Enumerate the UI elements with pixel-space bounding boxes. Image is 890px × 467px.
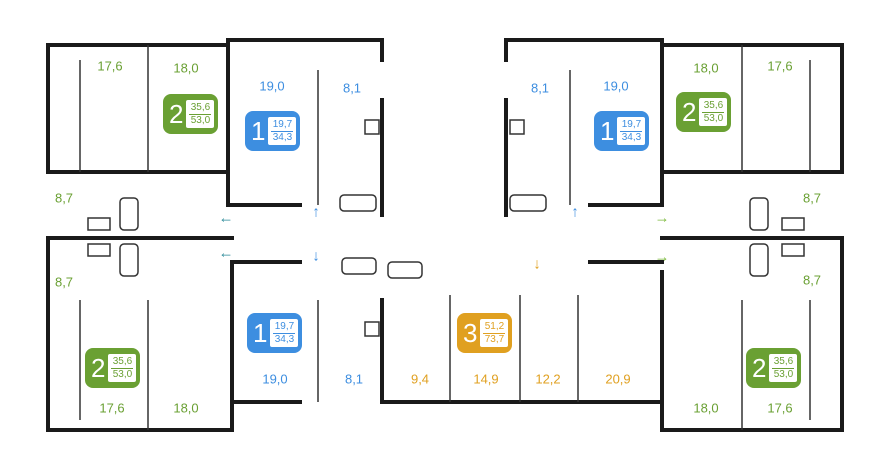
- room-area-label: 18,0: [693, 400, 719, 416]
- total-area: 53,0: [773, 368, 794, 380]
- room-count: 1: [600, 116, 615, 146]
- room-area-label: 18,0: [173, 60, 199, 76]
- room-area-label: 18,0: [693, 60, 719, 76]
- room-area-label: 17,6: [99, 400, 125, 416]
- room-area-label: 12,2: [535, 371, 561, 387]
- living-area: 35,6: [703, 99, 724, 111]
- room-area-label: 19,0: [259, 78, 285, 94]
- room-area-label: 9,4: [410, 371, 430, 387]
- living-area: 19,7: [274, 320, 295, 332]
- total-area: 53,0: [112, 368, 133, 380]
- room-area-label: 20,9: [605, 371, 631, 387]
- room-area-label: 14,9: [473, 371, 499, 387]
- arrow-left-icon: ←: [218, 209, 234, 227]
- arrow-up-icon: ↑: [571, 203, 579, 221]
- room-count: 1: [251, 116, 266, 146]
- room-count: 1: [253, 318, 268, 348]
- room-count: 2: [682, 97, 697, 127]
- arrow-left-icon: ←: [218, 244, 234, 262]
- room-area-label: 17,6: [767, 58, 793, 74]
- living-area: 19,7: [621, 118, 642, 130]
- room-area-label: 19,0: [262, 371, 288, 387]
- thick-walls: [46, 38, 844, 432]
- total-area: 34,3: [274, 333, 295, 345]
- room-area-label: 8,1: [342, 80, 362, 96]
- total-area: 73,7: [484, 333, 505, 345]
- living-area: 19,7: [272, 118, 293, 130]
- total-area: 53,0: [190, 114, 211, 126]
- room-area-label: 19,0: [603, 78, 629, 94]
- room-area-label: 17,6: [97, 58, 123, 74]
- room-count: 2: [91, 353, 106, 383]
- room-area-label: 8,7: [54, 190, 74, 206]
- total-area: 53,0: [703, 112, 724, 124]
- room-area-label: 8,1: [530, 80, 550, 96]
- arrow-right-icon: →: [654, 248, 670, 266]
- living-area: 35,6: [190, 101, 211, 113]
- room-count: 2: [169, 99, 184, 129]
- room-area-label: 8,1: [344, 371, 364, 387]
- room-area-label: 8,7: [802, 272, 822, 288]
- total-area: 34,3: [272, 131, 293, 143]
- thin-walls: [79, 45, 811, 430]
- room-area-label: 18,0: [173, 400, 199, 416]
- room-area-label: 8,7: [802, 190, 822, 206]
- living-area: 35,6: [112, 355, 133, 367]
- arrow-right-icon: →: [654, 209, 670, 227]
- room-count: 2: [752, 353, 767, 383]
- arrow-down-icon: ↓: [312, 247, 320, 265]
- arrow-down-icon: ↓: [533, 255, 541, 273]
- living-area: 51,2: [484, 320, 505, 332]
- room-count: 3: [463, 318, 478, 348]
- room-area-label: 8,7: [54, 274, 74, 290]
- living-area: 35,6: [773, 355, 794, 367]
- room-area-label: 17,6: [767, 400, 793, 416]
- arrow-up-icon: ↑: [312, 203, 320, 221]
- total-area: 34,3: [621, 131, 642, 143]
